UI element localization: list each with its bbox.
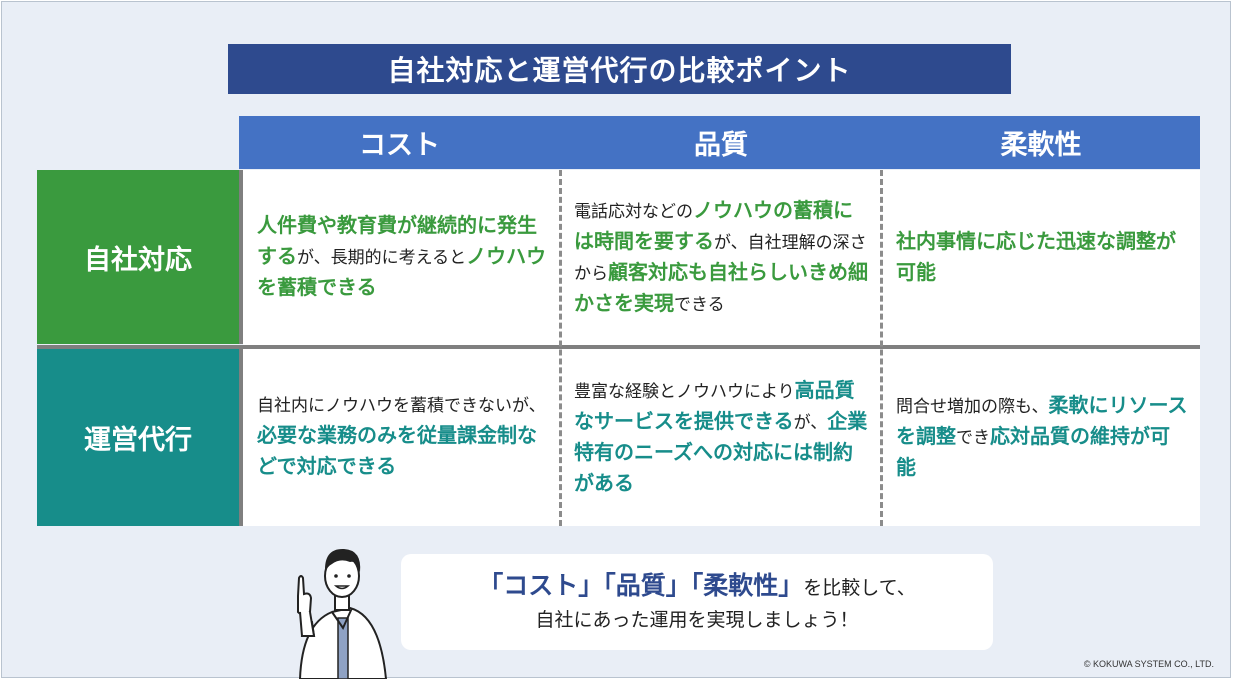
cell-in-house-quality: 電話応対などのノウハウの蓄積には時間を要するが、自社理解の深さから顧客対応も自社… [560, 170, 882, 345]
cell-in-house-flexibility: 社内事情に応じた迅速な調整が可能 [882, 170, 1200, 345]
cell-outsourcing-cost: 自社内にノウハウを蓄積できないが、必要な業務のみを従量課金制などで対応できる [243, 349, 560, 526]
cell-text: でき [956, 428, 990, 448]
callout-tail: を比較して、 [803, 577, 916, 599]
person-pointing-icon [297, 548, 388, 679]
callout-line2: 自社にあった運用を実現しましょう！ [535, 609, 859, 631]
cell-text: 豊富な経験とノウハウにより [574, 381, 795, 402]
callout-bubble: 「コスト」「品質」「柔軟性」を比較して、 自社にあった運用を実現しましょう！ [401, 554, 993, 650]
cell-highlight-text: 顧客対応も自社らしいきめ細かさを実現 [574, 259, 868, 315]
cell-text: が、 [793, 412, 828, 433]
row-header-outsourcing: 運営代行 [37, 349, 239, 526]
cell-highlight-text: 柔軟にリソースを調整 [896, 393, 1188, 448]
cell-highlight-text: 社内事情に応じた迅速な調整が可能 [896, 228, 1176, 284]
row-divider-bar [239, 349, 243, 526]
cell-outsourcing-flexibility: 問合せ増加の際も、柔軟にリソースを調整でき応対品質の維持が可能 [882, 349, 1200, 526]
keyword-flexibility: 「柔軟性」 [690, 571, 804, 600]
column-header-cost: コスト [239, 116, 560, 169]
cell-highlight-text: 高品質なサービスを提供できる [574, 377, 855, 433]
cell-highlight-text: 企業特有のニーズへの対応には制約がある [574, 408, 868, 495]
row-separator [37, 345, 1200, 349]
cell-highlight-text: 必要な業務のみを従量課金制などで対応できる [257, 423, 537, 478]
cell-text: 電話応対などの [574, 201, 693, 222]
cell-text: 自社内にノウハウを蓄積できないが、 [257, 396, 546, 416]
cell-text: が、長期的に考えると [297, 248, 467, 268]
row-header-in-house: 自社対応 [37, 170, 239, 344]
cell-highlight-text: ノウハウの蓄積には時間を要する [574, 197, 853, 253]
callout-line1: 「コスト」「品質」「柔軟性」を比較して、 [478, 569, 916, 605]
cell-text: が、自社理解の深さから [574, 232, 867, 284]
column-header-quality: 品質 [560, 116, 882, 169]
cell-highlight-text: 応対品質の維持が可能 [896, 424, 1170, 479]
row-divider-bar [239, 170, 243, 344]
cell-outsourcing-quality: 豊富な経験とノウハウにより高品質なサービスを提供できるが、企業特有のニーズへの対… [560, 349, 882, 526]
cell-text: 問合せ増加の際も、 [896, 397, 1049, 417]
column-divider [559, 170, 562, 526]
column-divider [880, 170, 883, 526]
column-header-flexibility: 柔軟性 [882, 116, 1200, 169]
keyword-quality: 「品質」 [603, 571, 691, 600]
cell-text: できる [674, 294, 725, 315]
cell-highlight-text: 人件費や教育費が継続的に発生する [257, 213, 537, 268]
keyword-cost: 「コスト」 [478, 571, 604, 600]
cell-highlight-text: ノウハウを蓄積できる [257, 244, 547, 299]
slide-title: 自社対応と運営代行の比較ポイント [228, 44, 1011, 94]
cell-in-house-cost: 人件費や教育費が継続的に発生するが、長期的に考えるとノウハウを蓄積できる [243, 170, 560, 345]
copyright: © KOKUWA SYSTEM CO., LTD. [1083, 659, 1214, 669]
